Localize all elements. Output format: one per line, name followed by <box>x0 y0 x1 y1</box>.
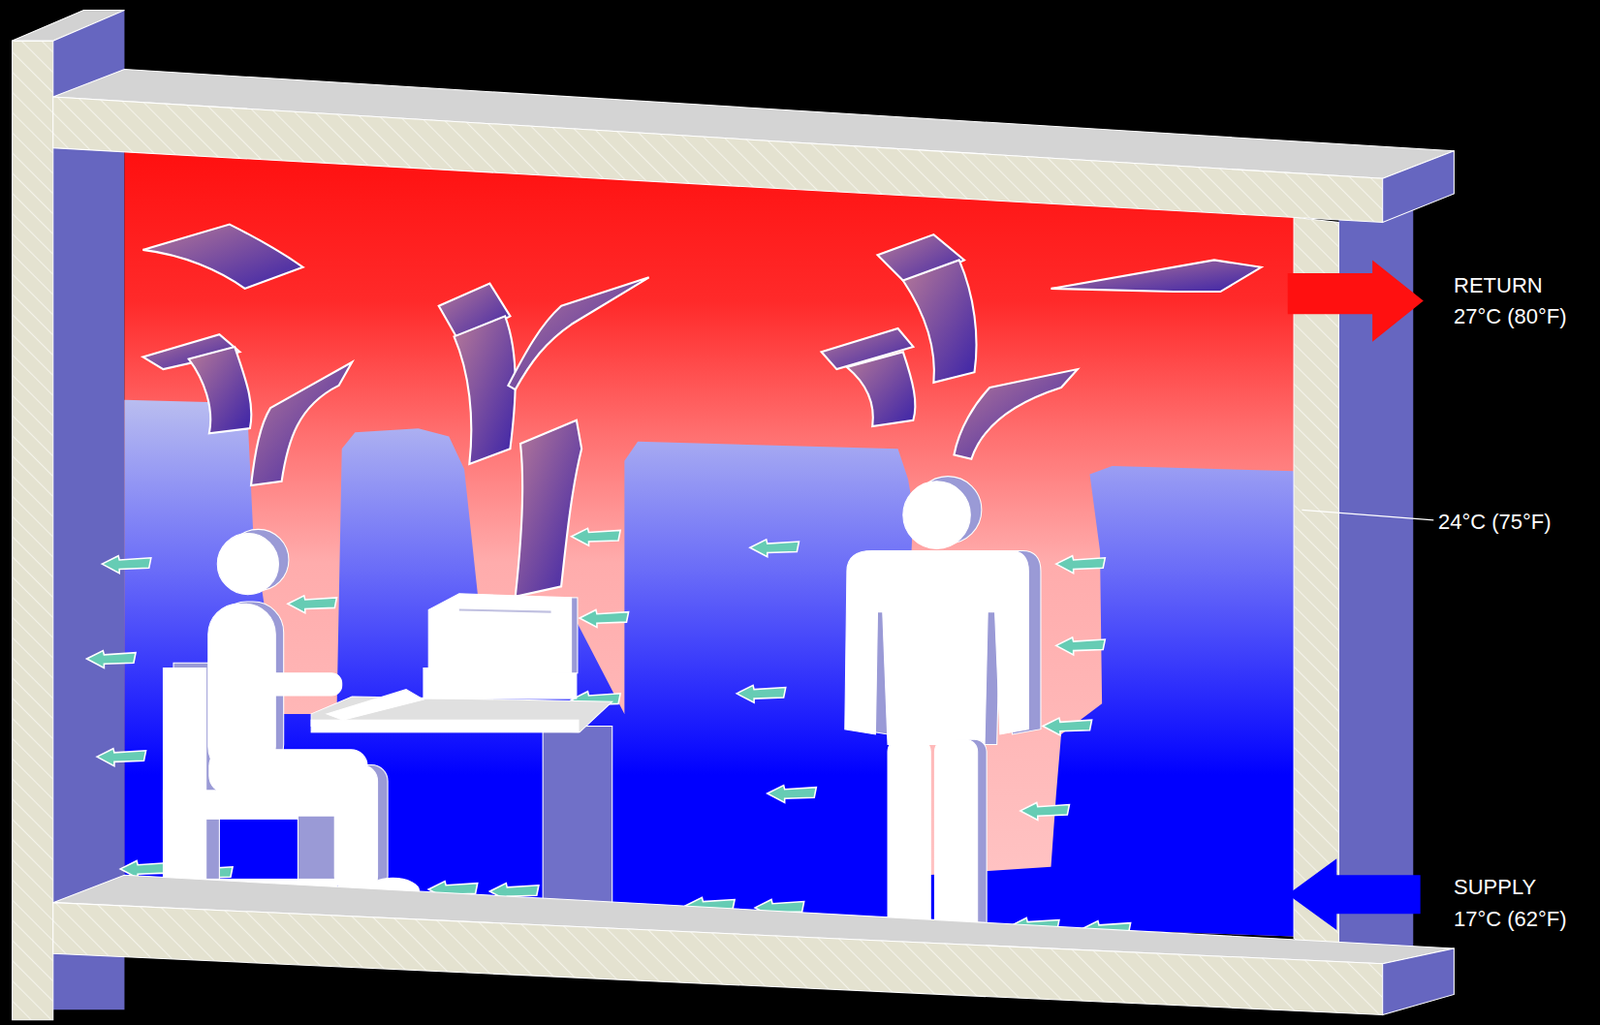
left-wall <box>12 40 54 1021</box>
floor-slab <box>53 903 1383 1016</box>
seated-person <box>334 765 377 894</box>
room-air <box>124 151 1294 938</box>
standing-person <box>887 739 931 941</box>
cool-air-arrow <box>1056 556 1106 574</box>
cool-air-arrow <box>101 556 152 574</box>
ceiling-slab <box>53 96 1383 222</box>
seated-person <box>217 533 279 596</box>
computer-desk <box>428 594 571 674</box>
computer-desk <box>311 720 579 733</box>
return-arrow <box>1287 259 1424 342</box>
cool-air-arrow <box>571 528 622 546</box>
cool-air-arrow <box>287 596 338 614</box>
cool-air-arrow <box>579 610 629 628</box>
cool-air-arrow <box>96 749 147 767</box>
standing-person <box>845 550 1030 745</box>
left-wall <box>53 10 126 1011</box>
warm-air-plume <box>142 224 303 289</box>
ceiling-slab <box>1382 151 1455 223</box>
warm-air-plume <box>903 259 977 382</box>
warm-air-plume <box>515 420 582 597</box>
cool-air-arrow <box>86 651 136 669</box>
warm-air-plume <box>953 369 1077 460</box>
temperature-value: 17°C (62°F) <box>1453 907 1568 933</box>
seated-person <box>254 673 342 696</box>
computer-desk <box>459 610 552 613</box>
supply-arrow <box>1287 858 1421 931</box>
cool-air-arrow <box>767 785 817 804</box>
warm-air-plume <box>454 315 516 465</box>
standing-person <box>934 739 977 941</box>
warm-air-plume <box>250 362 352 486</box>
cool-air-arrow <box>1056 637 1106 656</box>
cool-air-arrow <box>1020 802 1070 820</box>
left-wall <box>12 10 126 1021</box>
seated-person <box>162 668 206 904</box>
warm-air-plume <box>142 224 1261 597</box>
temperature-value: 27°C (80°F) <box>1453 304 1568 330</box>
warm-air-plume <box>507 277 649 390</box>
cool-air-arrow <box>1042 718 1093 736</box>
room-air <box>124 151 1294 938</box>
left-wall <box>12 10 126 42</box>
floor-slab <box>1382 948 1455 1015</box>
seated-person <box>162 790 337 819</box>
standing-person <box>903 481 971 549</box>
warm-air-plume <box>188 346 252 434</box>
cool-air-arrow <box>750 539 800 558</box>
warm-air-plume <box>1050 259 1261 292</box>
computer-desk <box>542 726 613 929</box>
warm-air-plume <box>847 351 916 427</box>
flow-label: RETURN <box>1453 273 1543 299</box>
flow-label: SUPPLY <box>1453 875 1537 901</box>
standing-person <box>845 476 1041 942</box>
right-wall <box>1293 217 1339 970</box>
ceiling-slab <box>53 69 1455 223</box>
floor-slab <box>53 875 1455 1015</box>
leader-line <box>1302 509 1435 521</box>
cool-air-zone <box>124 400 1294 938</box>
illustration-group <box>12 10 1455 1021</box>
cool-air-arrow <box>736 685 786 703</box>
computer-desk <box>326 690 424 722</box>
temperature-value: 24°C (75°F) <box>1438 509 1552 535</box>
supply-arrow <box>1287 858 1421 931</box>
return-arrow <box>1287 259 1424 342</box>
computer-desk <box>311 594 613 929</box>
